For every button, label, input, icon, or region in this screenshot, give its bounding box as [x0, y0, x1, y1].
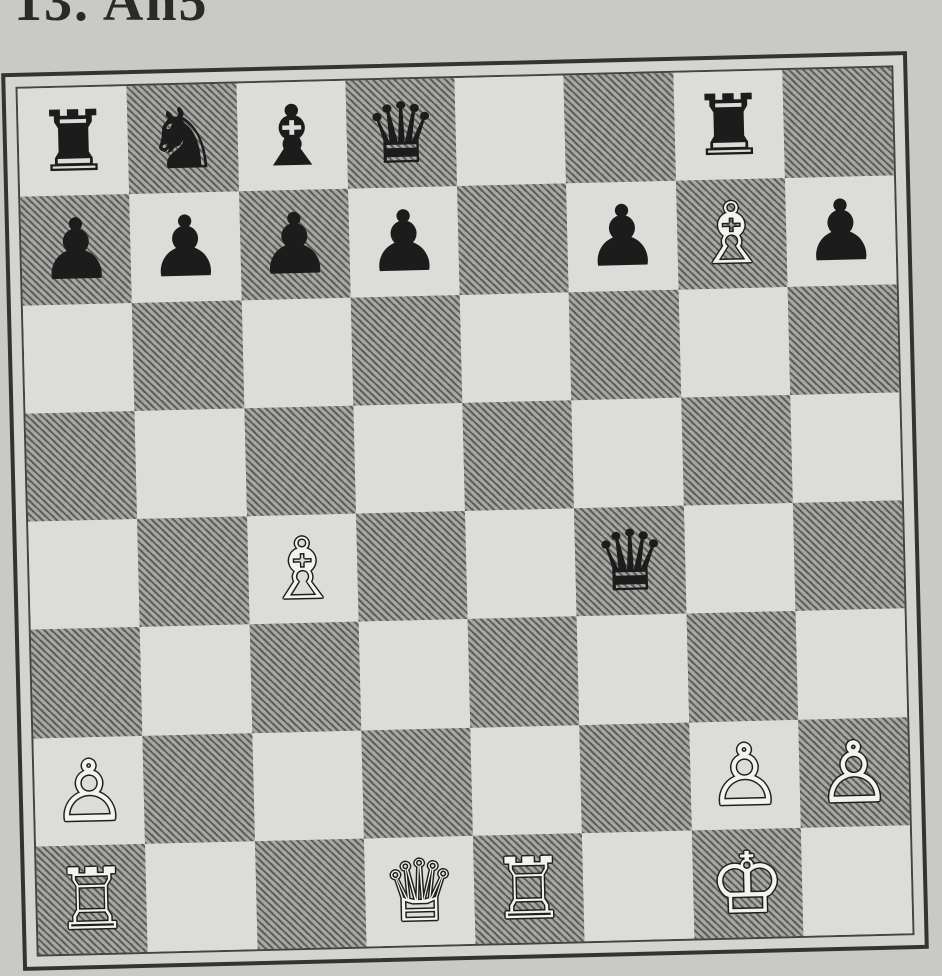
- square-d6[interactable]: [350, 295, 462, 406]
- square-d4[interactable]: [356, 511, 468, 622]
- black-queen[interactable]: ♛: [591, 518, 668, 604]
- square-e6[interactable]: [460, 292, 572, 403]
- square-g1[interactable]: ♔: [691, 828, 803, 939]
- square-b7[interactable]: ♟: [129, 192, 241, 303]
- square-e7[interactable]: [457, 184, 569, 295]
- square-e4[interactable]: [465, 508, 577, 619]
- square-b8[interactable]: ♞: [127, 83, 239, 194]
- square-a6[interactable]: [23, 303, 135, 414]
- black-rook[interactable]: ♜: [35, 99, 112, 185]
- square-f7[interactable]: ♟: [566, 181, 678, 292]
- square-b3[interactable]: [140, 625, 252, 736]
- black-bishop[interactable]: ♝: [253, 93, 330, 179]
- square-f1[interactable]: [582, 830, 694, 941]
- white-pawn[interactable]: ♙: [815, 729, 892, 815]
- diagram-caption: 13. Ah5: [14, 0, 209, 34]
- square-g5[interactable]: [681, 395, 793, 506]
- white-pawn[interactable]: ♙: [51, 748, 128, 834]
- square-a7[interactable]: ♟: [20, 194, 132, 305]
- square-c8[interactable]: ♝: [236, 81, 348, 192]
- square-b2[interactable]: [143, 733, 255, 844]
- square-e3[interactable]: [468, 617, 580, 728]
- square-d8[interactable]: ♛: [345, 78, 457, 189]
- square-g6[interactable]: [678, 287, 790, 398]
- square-f2[interactable]: [580, 722, 692, 833]
- white-queen[interactable]: ♕: [381, 848, 458, 934]
- black-pawn[interactable]: ♟: [147, 204, 224, 290]
- square-g4[interactable]: [683, 503, 795, 614]
- square-c5[interactable]: [244, 405, 356, 516]
- square-d1[interactable]: ♕: [364, 836, 476, 947]
- black-pawn[interactable]: ♟: [37, 207, 114, 293]
- square-a2[interactable]: ♙: [33, 735, 145, 846]
- square-f8[interactable]: [564, 73, 676, 184]
- square-f4[interactable]: ♛: [574, 506, 686, 617]
- chessboard-frame: ♜ ♞ ♝ ♛ ♜ ♟ ♟ ♟ ♟ ♟ ♗ ♟ ♗ ♛ ♙ ♙ ♙ ♖ ♕ ♖ ♔: [1, 51, 929, 971]
- white-pawn[interactable]: ♙: [706, 732, 783, 818]
- square-a3[interactable]: [31, 627, 143, 738]
- square-c6[interactable]: [241, 297, 353, 408]
- square-e5[interactable]: [462, 400, 574, 511]
- square-c3[interactable]: [249, 622, 361, 733]
- square-h7[interactable]: ♟: [785, 176, 897, 287]
- square-c7[interactable]: ♟: [239, 189, 351, 300]
- square-b6[interactable]: [132, 300, 244, 411]
- square-g7[interactable]: ♗: [676, 178, 788, 289]
- square-b5[interactable]: [135, 408, 247, 519]
- square-f3[interactable]: [577, 614, 689, 725]
- square-a4[interactable]: [28, 519, 140, 630]
- square-f5[interactable]: [572, 397, 684, 508]
- square-h1[interactable]: [801, 825, 913, 936]
- square-c1[interactable]: [254, 838, 366, 949]
- square-f6[interactable]: [569, 289, 681, 400]
- square-h2[interactable]: ♙: [798, 717, 910, 828]
- square-g3[interactable]: [686, 611, 798, 722]
- square-h8[interactable]: [782, 67, 894, 178]
- square-e8[interactable]: [454, 75, 566, 186]
- black-knight[interactable]: ♞: [144, 96, 221, 182]
- white-rook[interactable]: ♖: [490, 846, 567, 932]
- white-bishop[interactable]: ♗: [693, 191, 770, 277]
- square-d3[interactable]: [358, 619, 470, 730]
- square-e2[interactable]: [470, 725, 582, 836]
- square-h4[interactable]: [793, 500, 905, 611]
- black-pawn[interactable]: ♟: [584, 194, 661, 280]
- square-e1[interactable]: ♖: [473, 833, 585, 944]
- black-pawn[interactable]: ♟: [802, 188, 879, 274]
- square-b4[interactable]: [137, 516, 249, 627]
- black-rook[interactable]: ♜: [690, 83, 767, 169]
- white-rook[interactable]: ♖: [53, 856, 130, 942]
- white-king[interactable]: ♔: [709, 840, 786, 926]
- square-g2[interactable]: ♙: [689, 719, 801, 830]
- square-d7[interactable]: ♟: [348, 186, 460, 297]
- black-queen[interactable]: ♛: [362, 91, 439, 177]
- square-h6[interactable]: [787, 284, 899, 395]
- square-h3[interactable]: [795, 609, 907, 720]
- black-pawn[interactable]: ♟: [365, 199, 442, 285]
- square-d2[interactable]: [361, 727, 473, 838]
- square-d5[interactable]: [353, 403, 465, 514]
- square-h5[interactable]: [790, 392, 902, 503]
- square-a8[interactable]: ♜: [18, 86, 130, 197]
- chessboard: ♜ ♞ ♝ ♛ ♜ ♟ ♟ ♟ ♟ ♟ ♗ ♟ ♗ ♛ ♙ ♙ ♙ ♖ ♕ ♖ ♔: [16, 65, 915, 956]
- square-c2[interactable]: [252, 730, 364, 841]
- square-c4[interactable]: ♗: [247, 514, 359, 625]
- square-b1[interactable]: [145, 841, 257, 952]
- white-bishop[interactable]: ♗: [264, 526, 341, 612]
- square-a5[interactable]: [25, 411, 137, 522]
- square-a1[interactable]: ♖: [36, 844, 148, 955]
- square-g8[interactable]: ♜: [673, 70, 785, 181]
- black-pawn[interactable]: ♟: [256, 202, 333, 288]
